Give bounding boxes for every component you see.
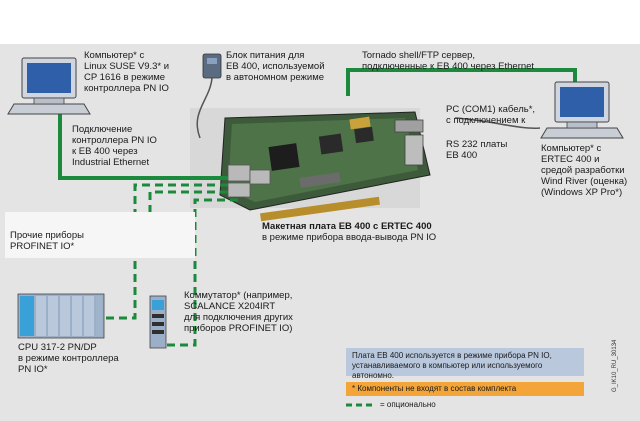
label-switch: Коммутатор* (например, SCALANCE X204IRT … (184, 290, 293, 334)
switch-icon (149, 295, 167, 349)
label-pc-linux: Компьютер* с Linux SUSE V9.3* и CP 1616 … (84, 50, 170, 94)
ethernet-line-tornado (346, 68, 577, 96)
label-power-supply: Блок питания для EB 400, используемой в … (226, 50, 325, 83)
label-board: Макетная плата EB 400 с ERTEC 400 в режи… (262, 221, 436, 243)
optional-line-switch (150, 198, 238, 347)
figure-code: G_IK10_RU_30134 (612, 339, 618, 392)
board-title: Макетная плата EB 400 с ERTEC 400 (262, 221, 432, 232)
pc-linux-icon (7, 57, 91, 115)
label-pc-ertec: Компьютер* с ERTEC 400 и средой разработ… (541, 143, 628, 198)
legend-dashed-note: = опционально (380, 400, 436, 409)
board-subtitle: в режиме прибора ввода-вывода PN IO (262, 232, 437, 243)
legend-orange-note: * Компоненты не входят в состав комплект… (346, 382, 584, 396)
label-rs232: RS 232 платы EB 400 (446, 139, 508, 161)
legend-blue-note: Плата EB 400 используется в режиме прибо… (346, 348, 584, 380)
label-cpu: CPU 317-2 PN/DP в режиме контроллера PN … (18, 342, 119, 375)
label-pn-io-connection: Подключение контроллера PN IO к EB 400 ч… (72, 124, 157, 168)
ethernet-lines (58, 68, 577, 180)
com-cable (454, 117, 541, 130)
power-supply-icon (202, 53, 222, 79)
other-devices-box (5, 212, 195, 258)
label-other-devices: Прочие приборы PROFINET IO* (10, 230, 84, 252)
top-band (0, 0, 640, 44)
label-tornado: Tornado shell/FTP сервер, подключенные к… (362, 50, 535, 72)
pc-ertec-icon (540, 81, 624, 139)
cpu-317-icon (17, 293, 105, 339)
power-cable (196, 77, 213, 139)
ethernet-line-pc-linux (58, 112, 228, 180)
optional-line-other-devices (148, 190, 228, 212)
eb400-board-image (190, 108, 431, 222)
label-com-cable: PC (COM1) кабель*, с подключением к (446, 104, 536, 126)
